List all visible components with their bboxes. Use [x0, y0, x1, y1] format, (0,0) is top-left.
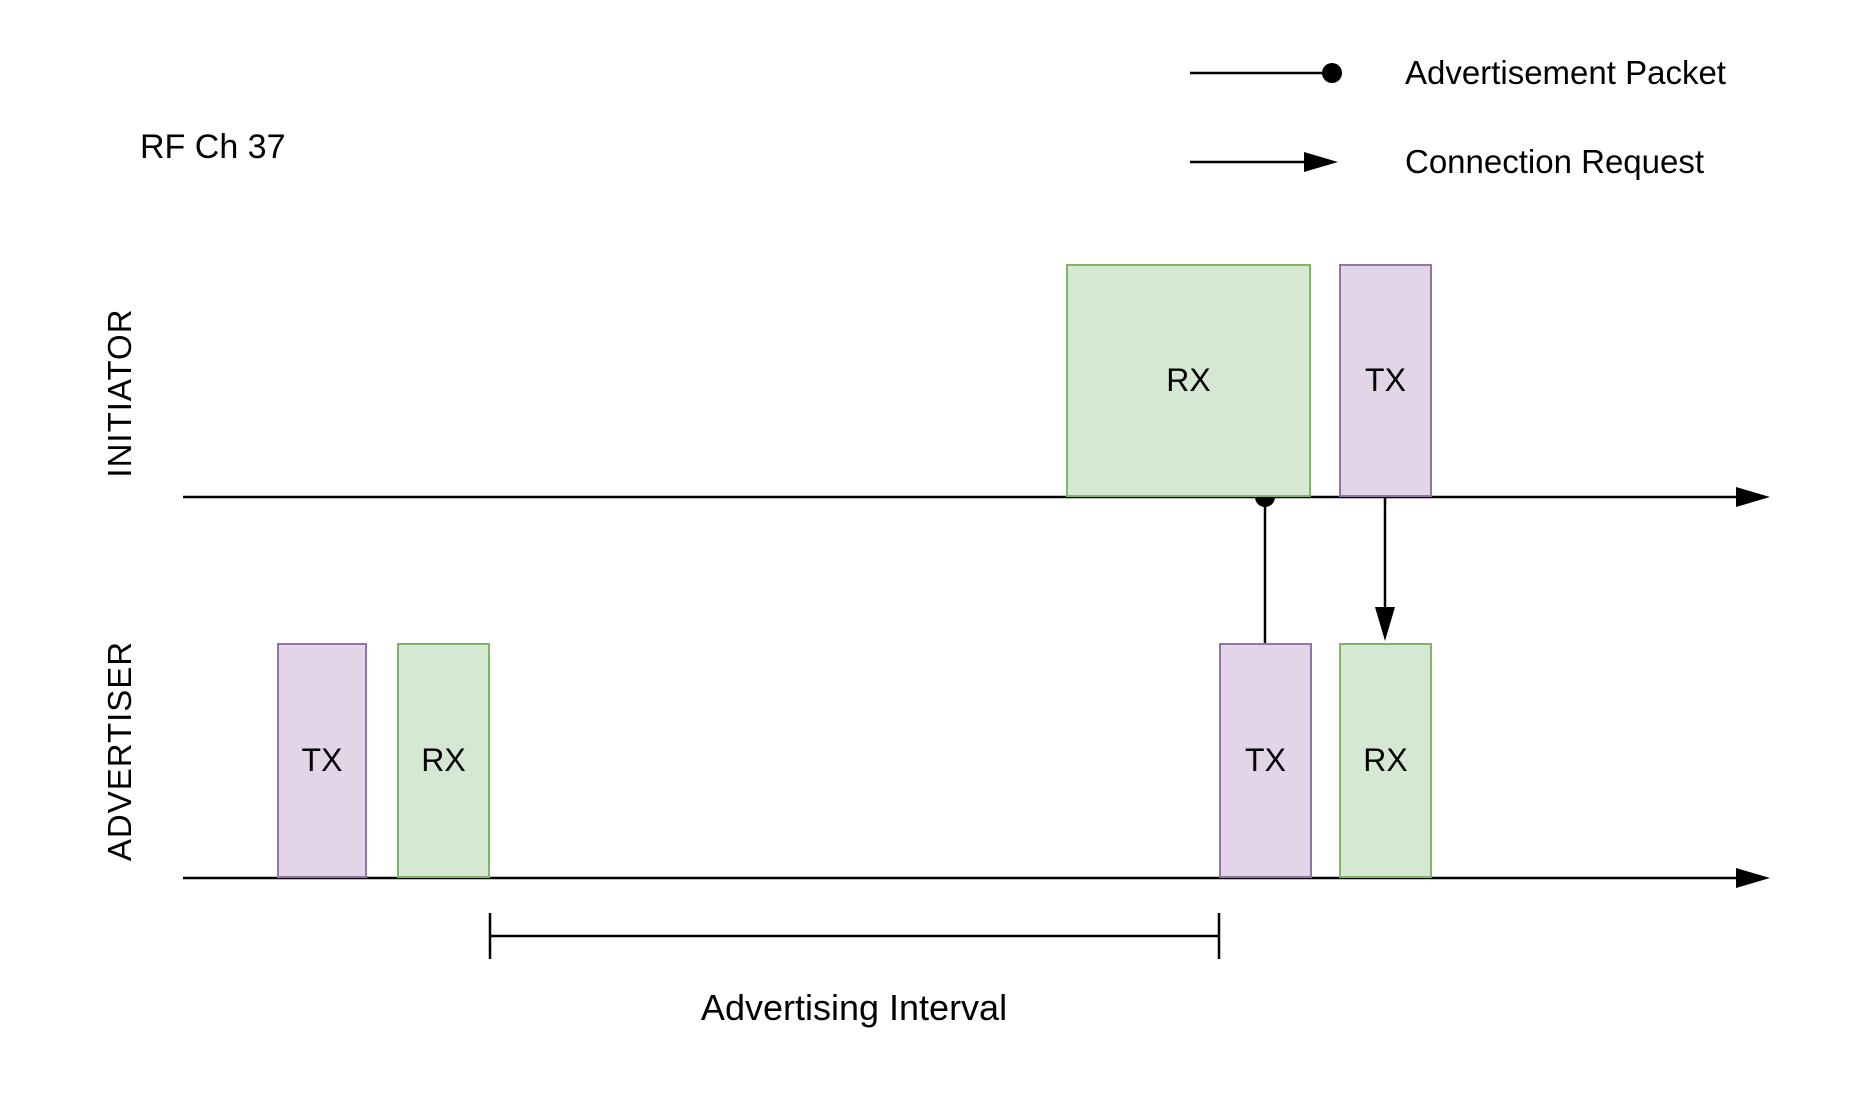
advertiser-rx1-box: RX [397, 643, 490, 878]
advertiser-tx2-label: TX [1245, 742, 1286, 778]
legend-advertisement-packet-label: Advertisement Packet [1405, 54, 1726, 91]
initiator-lane-label: INITIATOR [101, 308, 138, 478]
initiator-rx-box: RX [1066, 264, 1311, 497]
initiator-rx-label: RX [1166, 362, 1211, 398]
advertiser-lane-label: ADVERTISER [101, 640, 138, 862]
initiator-tx-box: TX [1339, 264, 1432, 497]
advertising-interval-label: Advertising Interval [700, 987, 1008, 1028]
advertiser-tx1-label: TX [301, 742, 343, 778]
advertiser-tx1-box: TX [277, 643, 367, 878]
advertiser-rx1-label: RX [421, 742, 466, 778]
connection-request-connector [1375, 497, 1395, 641]
advertiser-timeline [183, 868, 1770, 888]
advertising-interval-bracket [488, 913, 1221, 959]
advertiser-rx2-label: RX [1363, 742, 1408, 778]
rf-channel-label: RF Ch 37 [140, 128, 286, 166]
initiator-tx-label: TX [1365, 362, 1406, 398]
advertiser-tx2-box: TX [1219, 643, 1312, 878]
advertiser-rx2-box: RX [1339, 643, 1432, 878]
advertisement-packet-symbol [1190, 63, 1342, 83]
connection-request-symbol [1190, 152, 1338, 172]
initiator-timeline [183, 487, 1770, 507]
legend-connection-request-label: Connection Request [1405, 143, 1705, 180]
advertisement-packet-connector [1255, 487, 1275, 643]
